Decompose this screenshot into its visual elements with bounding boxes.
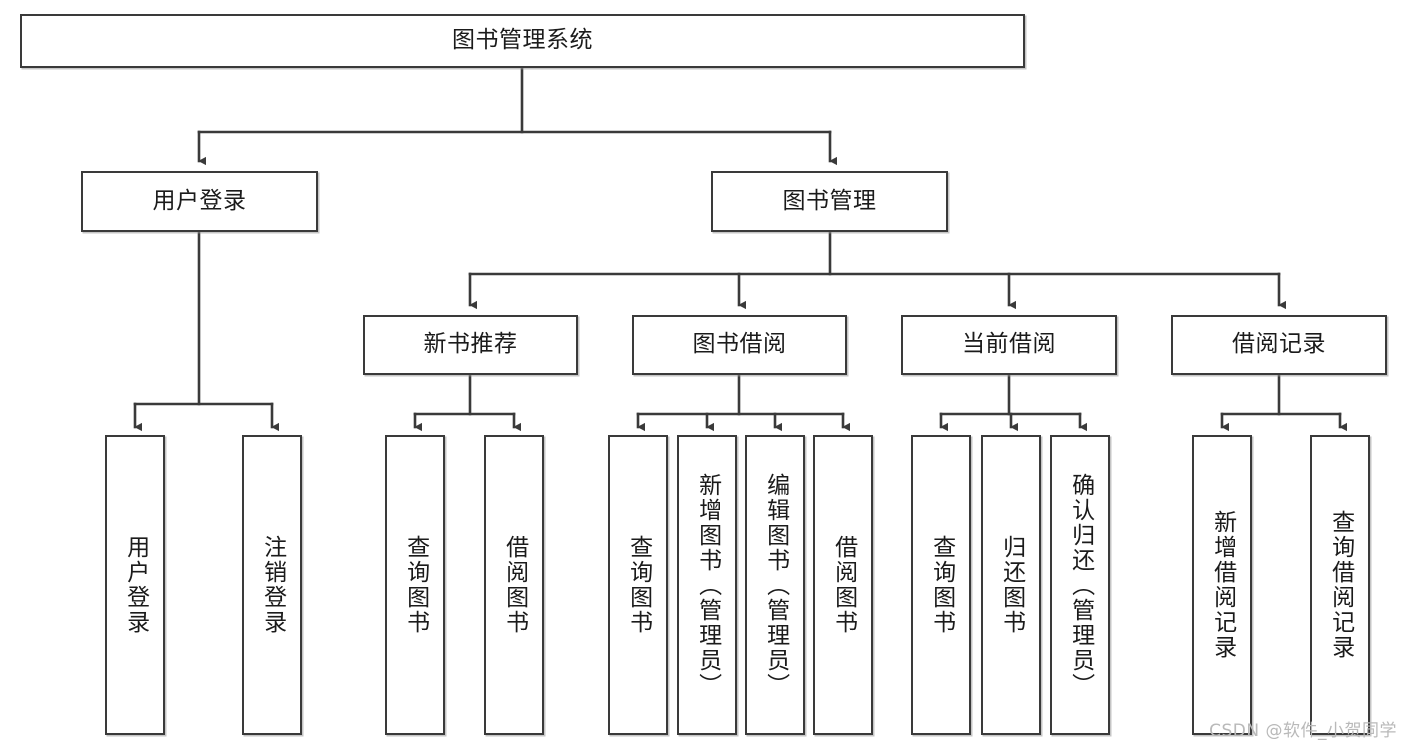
csdn-watermark: CSDN @软件_小贺同学 xyxy=(1209,721,1397,741)
node-leaf-query-book-cur-label: 查询图书 xyxy=(928,535,955,635)
node-user-login[interactable]: 用户登录 xyxy=(81,171,318,232)
node-leaf-query-book-rec[interactable]: 查询图书 xyxy=(385,435,445,735)
node-new-book-recommend[interactable]: 新书推荐 xyxy=(363,315,578,375)
node-borrow-record[interactable]: 借阅记录 xyxy=(1171,315,1387,375)
node-leaf-user-login[interactable]: 用户登录 xyxy=(105,435,165,735)
node-book-manage[interactable]: 图书管理 xyxy=(711,171,948,232)
node-borrow-record-label: 借阅记录 xyxy=(1232,331,1326,358)
node-book-manage-label: 图书管理 xyxy=(782,187,877,214)
node-leaf-add-record-label: 新增借阅记录 xyxy=(1209,510,1236,660)
node-leaf-query-record-label: 查询借阅记录 xyxy=(1327,510,1354,660)
node-leaf-add-book-label: 新增图书（管理员） xyxy=(694,472,721,698)
node-leaf-borrow-book-rec-label: 借阅图书 xyxy=(501,535,528,635)
node-leaf-borrow-book-rec[interactable]: 借阅图书 xyxy=(484,435,544,735)
node-leaf-query-record[interactable]: 查询借阅记录 xyxy=(1310,435,1370,735)
node-leaf-user-logout-label: 注销登录 xyxy=(259,535,286,635)
node-leaf-add-book[interactable]: 新增图书（管理员） xyxy=(677,435,737,735)
node-leaf-user-logout[interactable]: 注销登录 xyxy=(242,435,302,735)
node-leaf-return-book[interactable]: 归还图书 xyxy=(981,435,1041,735)
node-book-borrow-label: 图书借阅 xyxy=(692,331,787,358)
node-leaf-query-book-cur[interactable]: 查询图书 xyxy=(911,435,971,735)
node-leaf-borrow-book[interactable]: 借阅图书 xyxy=(813,435,873,735)
node-leaf-query-book-borrow[interactable]: 查询图书 xyxy=(608,435,668,735)
node-book-borrow[interactable]: 图书借阅 xyxy=(632,315,847,375)
node-leaf-user-login-label: 用户登录 xyxy=(122,535,149,635)
node-root-label: 图书管理系统 xyxy=(452,27,593,54)
node-leaf-borrow-book-label: 借阅图书 xyxy=(830,535,857,635)
node-leaf-confirm-return-label: 确认归还（管理员） xyxy=(1067,472,1094,698)
node-leaf-query-book-rec-label: 查询图书 xyxy=(402,535,429,635)
node-user-login-label: 用户登录 xyxy=(152,187,247,214)
node-current-borrow-label: 当前借阅 xyxy=(962,331,1056,358)
node-leaf-edit-book-label: 编辑图书（管理员） xyxy=(762,472,789,698)
node-leaf-query-book-borrow-label: 查询图书 xyxy=(625,535,652,635)
node-leaf-edit-book[interactable]: 编辑图书（管理员） xyxy=(745,435,805,735)
node-new-book-recommend-label: 新书推荐 xyxy=(423,331,518,358)
node-root[interactable]: 图书管理系统 xyxy=(20,14,1025,68)
node-leaf-confirm-return[interactable]: 确认归还（管理员） xyxy=(1050,435,1110,735)
node-leaf-add-record[interactable]: 新增借阅记录 xyxy=(1192,435,1252,735)
node-leaf-return-book-label: 归还图书 xyxy=(998,535,1025,635)
node-current-borrow[interactable]: 当前借阅 xyxy=(901,315,1117,375)
